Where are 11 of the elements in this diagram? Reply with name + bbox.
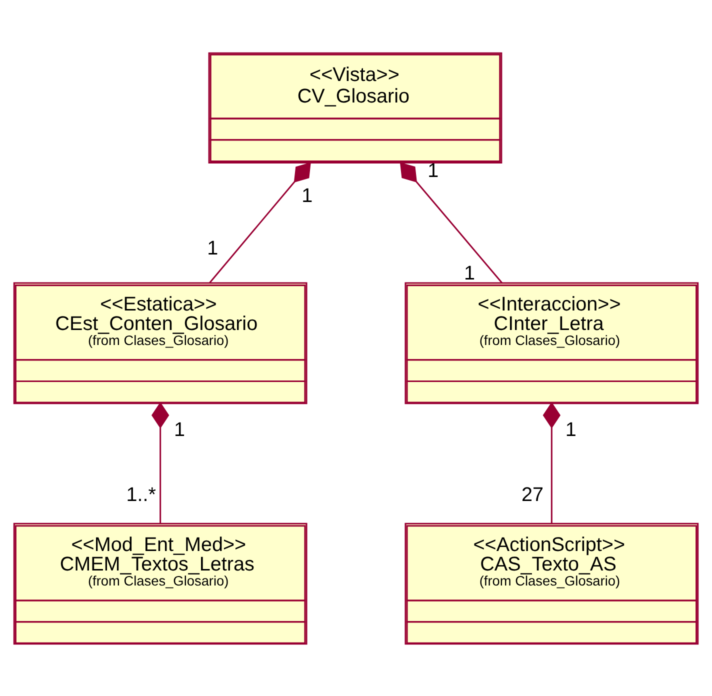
label: 1 <box>565 418 576 441</box>
connector <box>400 162 502 283</box>
label: 1 <box>302 184 313 206</box>
label: 27 <box>521 484 544 506</box>
connector <box>542 402 560 523</box>
connector <box>152 402 170 523</box>
label: 1 <box>174 418 186 441</box>
label: 1 <box>207 237 218 260</box>
connector <box>209 162 311 283</box>
label: 1 <box>464 262 475 284</box>
label: 1..* <box>126 484 156 506</box>
